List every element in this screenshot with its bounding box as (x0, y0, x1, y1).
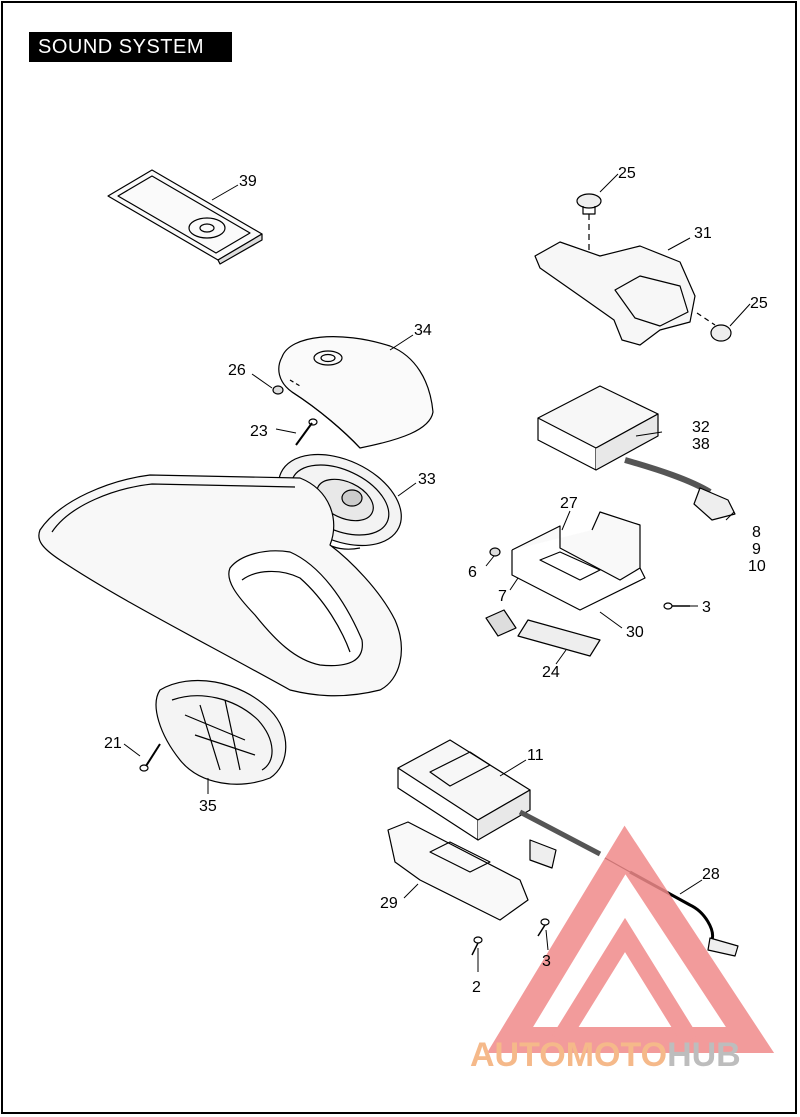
saddlebag-lid-part (38, 474, 402, 697)
callout-27: 27 (560, 495, 578, 512)
amplifier-part (537, 385, 736, 521)
label-strip-part (517, 619, 601, 657)
watermark-text-part2: HUB (667, 1036, 741, 1074)
speaker-grille-part (278, 336, 434, 449)
watermark-text-part1: AUTOMOTO (470, 1036, 667, 1074)
page-title: SOUND SYSTEM (29, 32, 232, 62)
callout-34: 34 (414, 322, 432, 339)
callout-2: 2 (472, 979, 481, 996)
callout-6: 6 (468, 564, 477, 581)
callout-21: 21 (104, 735, 122, 752)
screw-2-part (471, 936, 483, 956)
callout-29: 29 (380, 895, 398, 912)
screw-23-part (295, 418, 318, 446)
callout-11: 11 (527, 747, 544, 764)
callout-9: 9 (752, 541, 761, 558)
cover-bracket-part (534, 241, 732, 346)
screw-21-part (139, 743, 161, 772)
radio-bracket-part (387, 821, 529, 921)
callout-7: 7 (498, 588, 507, 605)
callout-33: 33 (418, 471, 436, 488)
washer-6-part (489, 547, 501, 557)
watermark-logo (486, 825, 775, 1053)
callout-8: 8 (752, 524, 761, 541)
callout-3-lower: 3 (542, 953, 551, 970)
callout-25-right: 25 (750, 295, 768, 312)
callout-32: 32 (692, 419, 710, 436)
watermark-text: AUTOMOTOHUB (470, 1036, 741, 1074)
callout-3-upper: 3 (702, 599, 711, 616)
callout-24: 24 (542, 664, 560, 681)
radio-module-part (397, 739, 602, 869)
screw-3-lower-part (537, 918, 550, 937)
washer-26-part (272, 385, 284, 395)
callout-38: 38 (692, 436, 710, 453)
media-player-part (107, 169, 263, 265)
callout-25-top: 25 (618, 165, 636, 182)
callout-31: 31 (694, 225, 712, 242)
callout-35: 35 (199, 798, 217, 815)
callout-26: 26 (228, 362, 246, 379)
speaker-adapter-part (155, 679, 287, 785)
callout-30: 30 (626, 624, 644, 641)
callout-23: 23 (250, 423, 268, 440)
callout-39: 39 (239, 173, 257, 190)
callout-10: 10 (748, 558, 766, 575)
callout-28: 28 (702, 866, 720, 883)
amplifier-bracket-part (485, 511, 646, 637)
leader-lines (123, 173, 751, 972)
